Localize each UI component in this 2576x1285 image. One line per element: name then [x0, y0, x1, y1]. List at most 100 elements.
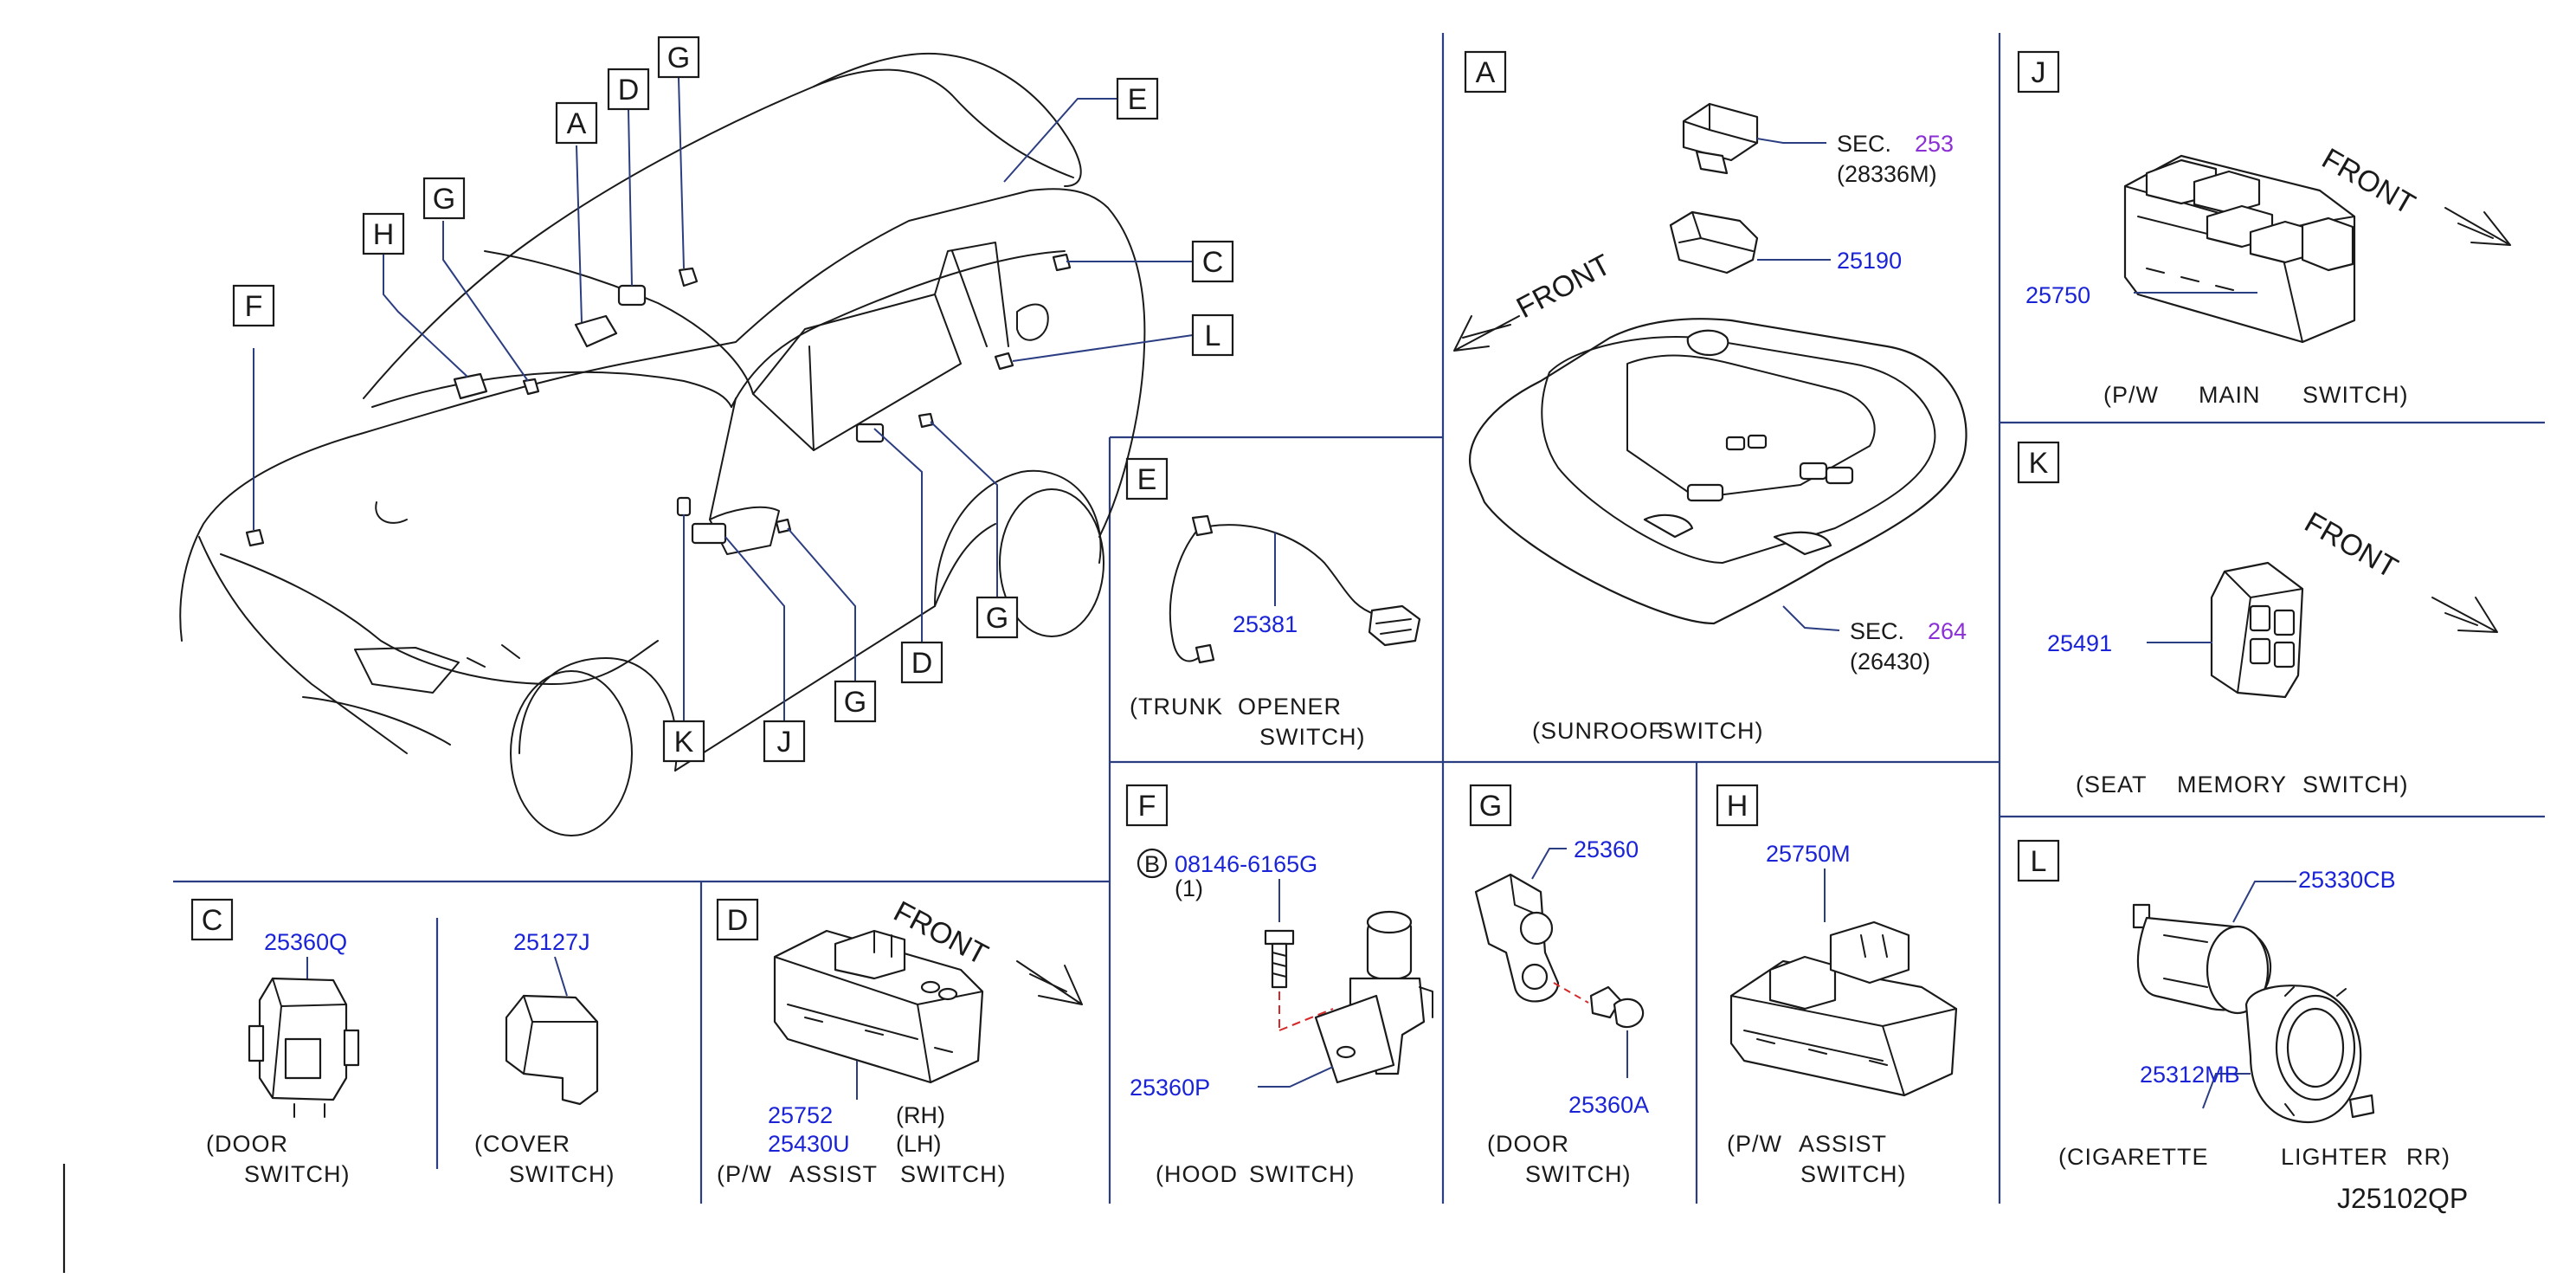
svg-text:A: A [1476, 56, 1496, 89]
panel-g: G 25360 25360A (DOOR SWITCH) [1469, 784, 1649, 1187]
vehicle-illustration [179, 52, 1146, 836]
callout-g-1: G [422, 177, 466, 220]
svg-text:25360P: 25360P [1130, 1075, 1210, 1101]
svg-text:(1): (1) [1175, 875, 1203, 901]
panel-k: K 25491 FRONT (SEAT MEMORY SWITCH) [2017, 441, 2498, 797]
svg-text:253: 253 [1915, 131, 1954, 157]
svg-text:(P/W: (P/W [2103, 382, 2159, 408]
svg-text:FRONT: FRONT [1511, 249, 1616, 326]
svg-text:F: F [1138, 790, 1156, 823]
panel-g-label: G [1469, 784, 1512, 827]
panel-e: E 25381 (TRUNK OPENER SWITCH) [1125, 457, 1421, 750]
svg-text:SWITCH): SWITCH) [1800, 1161, 1906, 1187]
svg-text:25750: 25750 [2025, 282, 2090, 308]
svg-text:H: H [373, 218, 395, 251]
svg-text:A: A [567, 107, 587, 140]
svg-text:J: J [777, 726, 792, 759]
svg-text:C: C [202, 904, 223, 937]
callout-d-2: D [900, 641, 943, 684]
svg-text:SWITCH): SWITCH) [509, 1161, 615, 1187]
panel-k-label: K [2017, 441, 2060, 484]
panel-f-label: F [1125, 784, 1169, 827]
overview-leaders [253, 77, 1194, 721]
svg-text:G: G [844, 686, 866, 719]
svg-text:SWITCH): SWITCH) [1249, 1161, 1355, 1187]
svg-text:L: L [2031, 845, 2047, 878]
svg-text:(COVER: (COVER [474, 1131, 570, 1157]
svg-text:(P/W: (P/W [1727, 1131, 1782, 1157]
svg-text:SWITCH): SWITCH) [2302, 772, 2408, 797]
panel-h: H 25750M (P/W ASSIST SWITCH) [1716, 784, 1958, 1187]
panel-l-label: L [2017, 839, 2060, 882]
callout-g-4: G [834, 680, 877, 723]
svg-text:D: D [618, 74, 640, 107]
panel-f: F B 08146-6165G (1) 25360P (HOOD SWITCH) [1125, 784, 1433, 1187]
panel-dividers [62, 33, 2545, 1273]
svg-text:MAIN: MAIN [2199, 382, 2261, 408]
svg-text:25491: 25491 [2047, 630, 2112, 656]
overview-callouts: F H G A D G E C L G D G J K [232, 36, 1234, 763]
svg-text:OPENER: OPENER [1238, 694, 1342, 720]
svg-text:SWITCH): SWITCH) [2302, 382, 2408, 408]
svg-text:SWITCH): SWITCH) [1525, 1161, 1631, 1187]
svg-text:FRONT: FRONT [2299, 506, 2403, 584]
svg-text:C: C [1202, 246, 1224, 279]
svg-text:F: F [245, 290, 263, 323]
svg-text:H: H [1727, 790, 1748, 823]
callout-h: H [362, 212, 405, 255]
panel-a: A SEC. 253 (28336M) 25190 FRONT SEC. 264… [1453, 50, 1967, 744]
svg-text:(LH): (LH) [896, 1131, 942, 1157]
svg-text:25127J: 25127J [513, 929, 590, 955]
svg-text:(RH): (RH) [896, 1102, 945, 1128]
svg-text:E: E [1137, 463, 1157, 496]
svg-text:SWITCH): SWITCH) [1658, 718, 1763, 744]
panel-e-label: E [1125, 457, 1169, 500]
svg-text:B: B [1144, 851, 1160, 877]
svg-text:G: G [667, 42, 690, 74]
diagram-code: J25102QP [2337, 1183, 2468, 1214]
svg-text:D: D [727, 904, 749, 937]
callout-f: F [232, 284, 275, 327]
svg-text:K: K [674, 726, 694, 759]
svg-text:25430U: 25430U [768, 1131, 850, 1157]
panel-j: J 25750 FRONT (P/W MAIN SWITCH) [2017, 50, 2511, 408]
callout-k: K [662, 720, 705, 763]
svg-text:(DOOR: (DOOR [1487, 1131, 1569, 1157]
svg-text:264: 264 [1928, 618, 1967, 644]
svg-text:(TRUNK: (TRUNK [1130, 694, 1223, 720]
svg-text:(P/W: (P/W [717, 1161, 772, 1187]
svg-text:08146-6165G: 08146-6165G [1175, 851, 1317, 877]
svg-text:SWITCH): SWITCH) [900, 1161, 1006, 1187]
svg-text:(SEAT: (SEAT [2076, 772, 2148, 797]
svg-text:(DOOR: (DOOR [206, 1131, 288, 1157]
callout-l: L [1191, 313, 1234, 357]
svg-text:25360Q: 25360Q [264, 929, 347, 955]
svg-text:25330CB: 25330CB [2298, 867, 2396, 893]
panel-c-label: C [190, 898, 234, 941]
panel-l: L 25330CB 25312MB (CIGARETTE LIGHTER RR) [2017, 839, 2450, 1170]
svg-text:25381: 25381 [1233, 611, 1298, 637]
svg-text:(CIGARETTE: (CIGARETTE [2058, 1144, 2209, 1170]
svg-text:25360: 25360 [1574, 836, 1639, 862]
callout-e: E [1116, 77, 1159, 120]
svg-text:J: J [2032, 56, 2046, 89]
panel-c: C 25360Q (DOOR SWITCH) 25127J (COVER SWI… [190, 898, 615, 1187]
svg-text:25190: 25190 [1837, 248, 1902, 274]
svg-text:E: E [1128, 83, 1148, 116]
svg-text:SWITCH): SWITCH) [244, 1161, 350, 1187]
callout-a: A [555, 101, 598, 145]
callout-c: C [1191, 240, 1234, 283]
svg-text:LIGHTER: LIGHTER [2281, 1144, 2388, 1170]
svg-text:SEC.: SEC. [1837, 131, 1891, 157]
svg-text:25750M: 25750M [1766, 841, 1851, 867]
svg-text:ASSIST: ASSIST [789, 1161, 878, 1187]
panel-h-label: H [1716, 784, 1759, 827]
svg-text:(26430): (26430) [1850, 649, 1930, 675]
svg-text:(SUNROOF: (SUNROOF [1532, 718, 1664, 744]
callout-d-1: D [607, 68, 650, 111]
panel-d-label: D [716, 898, 759, 941]
panel-a-label: A [1464, 50, 1507, 94]
svg-text:SEC.: SEC. [1850, 618, 1904, 644]
svg-text:L: L [1205, 320, 1221, 352]
